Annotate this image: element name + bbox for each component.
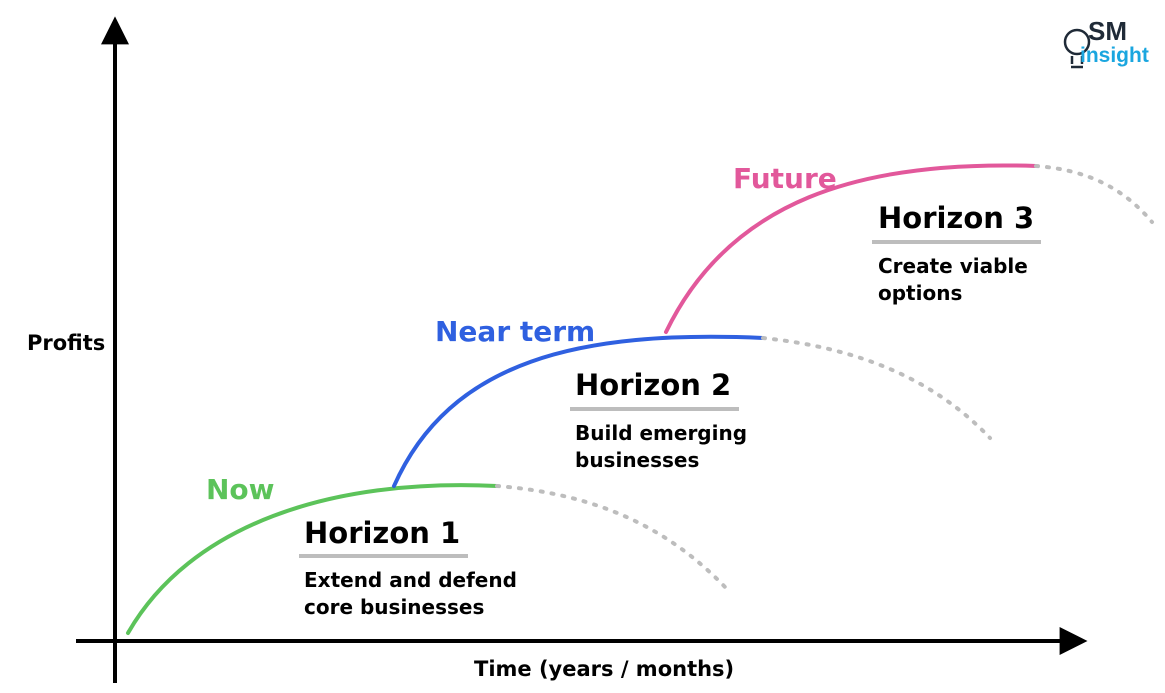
horizon-3-curve [664,163,1038,334]
horizon-3-desc-line1: Create viable [878,254,1028,278]
horizon-3-phase-label: Future [733,162,837,195]
horizon-1-decline-dotted [495,484,727,589]
horizon-2-desc-line1: Build emerging [575,421,747,445]
horizon-2-decline-dotted [761,336,992,440]
horizon-1-title: Horizon 1 [304,516,460,550]
horizon-2-phase-label: Near term [435,315,595,348]
horizon-1-desc-line2: core businesses [304,595,484,619]
horizon-1-desc-line1: Extend and defend [304,568,517,592]
horizon-3-decline-dotted [1034,164,1154,224]
horizon-3-title: Horizon 3 [878,201,1034,235]
horizon-1-phase-label: Now [206,473,275,506]
horizon-3-desc-line2: options [878,281,962,305]
x-axis-label: Time (years / months) [474,657,734,681]
logo-text-sm: SM [1088,16,1127,46]
y-axis-label: Profits [27,331,105,355]
horizon-1-curve [126,483,499,635]
horizon-2-title: Horizon 2 [575,368,731,402]
horizon-2-curve [392,334,765,488]
horizon-2-desc-line2: businesses [575,448,699,472]
lightbulb-icon [1063,28,1091,69]
logo-text-insight: insight [1080,44,1149,67]
sm-insight-logo: SM insight [1063,16,1149,69]
